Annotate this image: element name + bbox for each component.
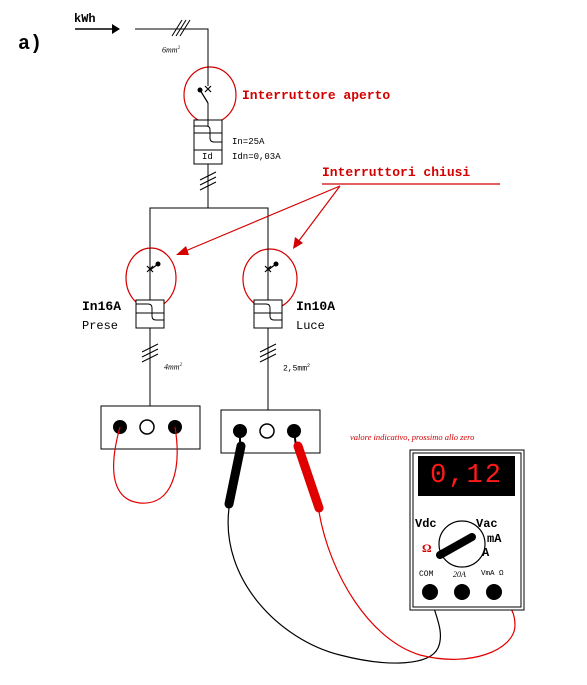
- annotation-arrows: [176, 183, 500, 255]
- main-idn-label: Idn=0,03A: [232, 152, 281, 162]
- main-down-line: [199, 164, 217, 208]
- right-circuit-name: Luce: [296, 319, 325, 333]
- dial-label-a: A: [482, 546, 490, 560]
- left-breaker-body: [135, 299, 165, 329]
- main-section-label: 6mm2: [162, 45, 181, 55]
- left-section-label: 4mm2: [164, 362, 183, 372]
- main-id-box-label: Id: [202, 152, 213, 162]
- right-down-line: [259, 328, 277, 410]
- red-probe: [293, 430, 324, 513]
- closed-breakers-annotation: Interruttori chiusi: [322, 165, 471, 180]
- main-feed-line: [135, 19, 209, 66]
- left-down-line: [141, 328, 159, 406]
- dial-label-vac: Vac: [476, 517, 498, 531]
- left-socket-jumper-wire: [113, 426, 178, 504]
- right-breaker-rating: In10A: [296, 299, 336, 314]
- split-bus: [149, 207, 269, 248]
- kwh-arrow: [75, 24, 120, 34]
- black-probe: [224, 431, 246, 509]
- multimeter-body: [409, 449, 525, 611]
- right-socket-outlet: [220, 409, 321, 454]
- open-breaker-annotation: Interruttore aperto: [242, 88, 391, 103]
- black-probe-lead: [227, 507, 442, 664]
- left-breaker-closed-symbol: [125, 247, 177, 309]
- part-label: a): [18, 33, 43, 56]
- left-circuit-name: Prese: [82, 319, 119, 333]
- left-socket-outlet: [100, 405, 201, 450]
- dial-label-vdc: Vdc: [415, 517, 437, 531]
- right-breaker-body: [253, 299, 283, 329]
- right-section-label: 2,5mm2: [283, 363, 311, 374]
- port-label-com: COM: [419, 570, 434, 579]
- dial-label-ohm: Ω: [422, 541, 432, 555]
- meter-reading-note: valore indicativo, prossimo allo zero: [350, 432, 475, 442]
- main-in-label: In=25A: [232, 137, 265, 147]
- main-breaker-open-symbol: [183, 66, 237, 124]
- multimeter-display: 0,12: [430, 461, 503, 491]
- dial-label-ma: mA: [487, 532, 502, 546]
- port-label-20a: 20A: [453, 570, 466, 579]
- port-label-vmaohm: VmA Ω: [481, 570, 504, 578]
- left-breaker-rating: In16A: [82, 299, 122, 314]
- kwh-label: kWh: [74, 12, 96, 26]
